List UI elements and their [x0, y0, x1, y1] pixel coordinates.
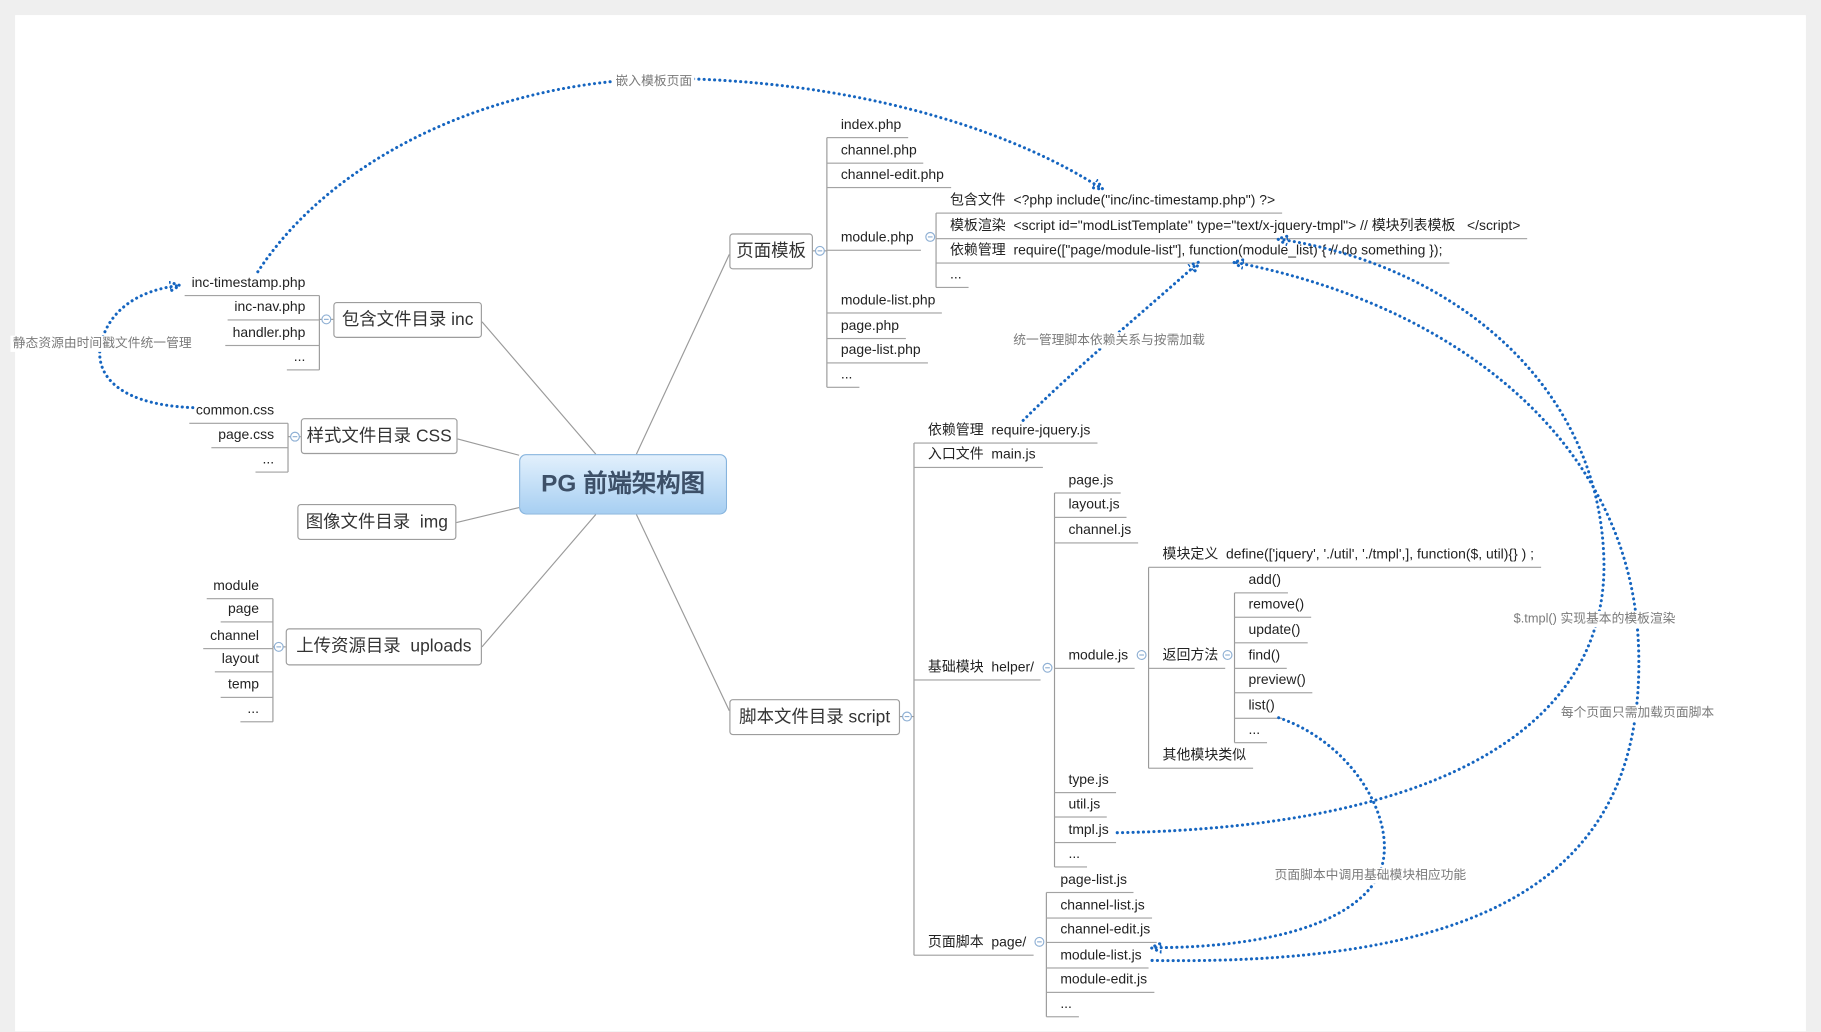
template-file-item: channel.php [826, 139, 924, 164]
helper-module-item: layout.js [1054, 494, 1127, 518]
script-item-item: 依赖管理 require-jquery.js [913, 419, 1098, 444]
branch-line-uploads [481, 514, 597, 648]
script-item-item: 页面脚本 page/ [913, 931, 1034, 956]
collapse-icon [289, 431, 300, 442]
module-php-section-item: 包含文件 <?php include("inc/inc-timestamp.ph… [936, 189, 1283, 214]
module-method-item: list() [1234, 694, 1282, 719]
page-script-item: channel-edit.js [1046, 919, 1158, 944]
uploads-dir-item: ... [240, 698, 273, 723]
module-js-section-item: 其他模块类似 [1148, 744, 1254, 769]
module-php-section-item: 模板渲染 <script id="modListTemplate" type="… [936, 215, 1528, 240]
script-item-item: 入口文件 main.js [913, 444, 1043, 469]
relation-label: 静态资源由时间戳文件统一管理 [10, 335, 194, 352]
helper-module-item: channel.js [1054, 519, 1139, 544]
template-file-item: index.php [826, 114, 909, 139]
branch-templates: 页面模板 [729, 233, 813, 270]
css-file-item: common.css [188, 400, 289, 424]
module-method-item: preview() [1234, 669, 1313, 694]
uploads-dir-item: layout [214, 648, 273, 673]
branch-css: 样式文件目录 CSS [300, 418, 458, 455]
module-method-item: find() [1234, 645, 1288, 669]
template-file-item: ... [826, 364, 860, 388]
inc-file-item: inc-timestamp.php [184, 272, 320, 297]
helper-module-item: ... [1054, 843, 1088, 868]
branch-script: 脚本文件目录 script [729, 699, 901, 736]
helper-module-item: util.js [1054, 793, 1108, 818]
helper-module-item: module.js [1054, 645, 1136, 669]
relation-label: 嵌入模板页面 [613, 73, 695, 90]
uploads-dir-item: channel [203, 625, 273, 650]
uploads-dir-item: module [206, 575, 273, 600]
relation-label: 统一管理脚本依赖关系与按需加载 [1010, 332, 1208, 349]
module-method-item: ... [1234, 719, 1268, 744]
module-js-section-item: 返回方法 [1148, 645, 1226, 669]
branch-line-css [457, 438, 520, 456]
module-php-section-item: ... [936, 264, 969, 289]
uploads-dir-item: temp [221, 674, 273, 698]
module-js-section-item: 模块定义 define(['jquery', './util', './tmpl… [1148, 544, 1541, 568]
helper-module-item: tmpl.js [1054, 819, 1116, 844]
template-file-item: channel-edit.php [826, 164, 951, 189]
module-php-section-item: 依赖管理 require(["page/module-list"], funct… [936, 239, 1450, 264]
inc-file-item: inc-nav.php [227, 296, 320, 321]
branch-line-img [456, 506, 520, 524]
module-method-item: update() [1234, 619, 1308, 644]
helper-module-item: type.js [1054, 769, 1116, 794]
page-script-item: module-list.js [1046, 944, 1149, 969]
css-file-item: page.css [211, 424, 289, 449]
template-file-item: module-list.php [826, 289, 943, 314]
page-script-item: ... [1046, 993, 1079, 1018]
relation-label: 页面脚本中调用基础模块相应功能 [1272, 867, 1469, 884]
branch-line-inc [481, 321, 597, 455]
helper-module-item: page.js [1054, 469, 1121, 494]
branch-uploads: 上传资源目录 uploads [285, 628, 482, 666]
collapse-icon [321, 314, 332, 325]
inc-file-item: ... [286, 346, 320, 371]
inc-file-item: handler.php [225, 322, 320, 347]
module-method-item: remove() [1234, 593, 1312, 618]
collapse-icon [1042, 662, 1053, 673]
css-file-item: ... [255, 448, 289, 473]
collapse-icon [902, 711, 913, 722]
branch-img: 图像文件目录 img [297, 504, 457, 541]
template-file-item: page.php [826, 315, 906, 340]
collapse-icon [273, 641, 284, 652]
branch-line-script [635, 514, 730, 711]
page-script-item: page-list.js [1046, 869, 1134, 894]
relation-label: $.tmpl() 实现基本的模板渲染 [1511, 610, 1678, 628]
page-script-item: module-edit.js [1046, 969, 1155, 993]
page-script-item: channel-list.js [1046, 894, 1152, 919]
branch-inc: 包含文件目录 inc [333, 301, 482, 338]
relation-label: 每个页面只需加载页面脚本 [1558, 704, 1717, 722]
module-method-item: add() [1234, 569, 1288, 594]
central-topic: PG 前端架构图 [519, 454, 728, 515]
template-file-item: module.php [826, 226, 921, 251]
uploads-dir-item: page [221, 598, 273, 623]
collapse-icon [1034, 936, 1045, 947]
template-file-item: page-list.php [826, 339, 928, 364]
script-item-item: 基础模块 helper/ [913, 656, 1042, 681]
branch-line-templates [635, 254, 730, 455]
